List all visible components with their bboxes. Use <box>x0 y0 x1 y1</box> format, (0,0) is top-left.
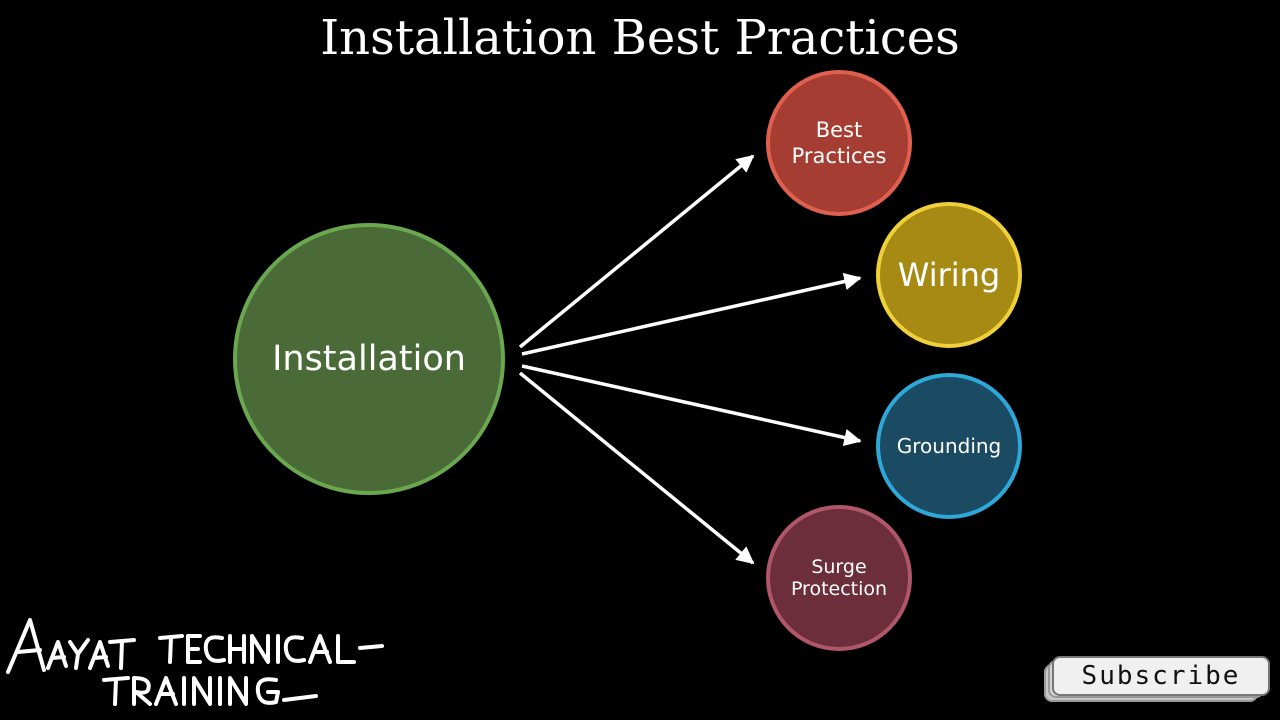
arrow-to-surge-protection <box>518 371 755 565</box>
arrow-to-grounding <box>521 364 862 447</box>
node-surge-protection: Surge Protection <box>766 505 912 651</box>
node-installation-label: Installation <box>272 339 466 379</box>
subscribe-button-face[interactable]: Subscribe <box>1052 656 1270 696</box>
subscribe-button-label: Subscribe <box>1081 661 1241 691</box>
node-grounding-label: Grounding <box>896 434 1002 458</box>
node-surge-protection-line-2: Protection <box>790 578 888 600</box>
node-surge-protection-line-1: Surge <box>811 556 867 578</box>
node-wiring: Wiring <box>876 202 1022 348</box>
node-wiring-label: Wiring <box>897 256 1001 294</box>
arrow-to-wiring <box>521 272 862 356</box>
subscribe-button[interactable]: Subscribe <box>1044 656 1270 702</box>
node-best-practices-line-1: Best <box>815 118 863 142</box>
node-best-practices-line-2: Practices <box>791 144 887 168</box>
arrow-to-best-practices <box>518 154 755 349</box>
node-grounding: Grounding <box>876 373 1022 519</box>
slide-title: Installation Best Practices <box>320 10 960 66</box>
node-installation: Installation <box>233 223 505 495</box>
aayat-technical-training-logo <box>6 618 384 706</box>
node-best-practices: Best Practices <box>766 70 912 216</box>
